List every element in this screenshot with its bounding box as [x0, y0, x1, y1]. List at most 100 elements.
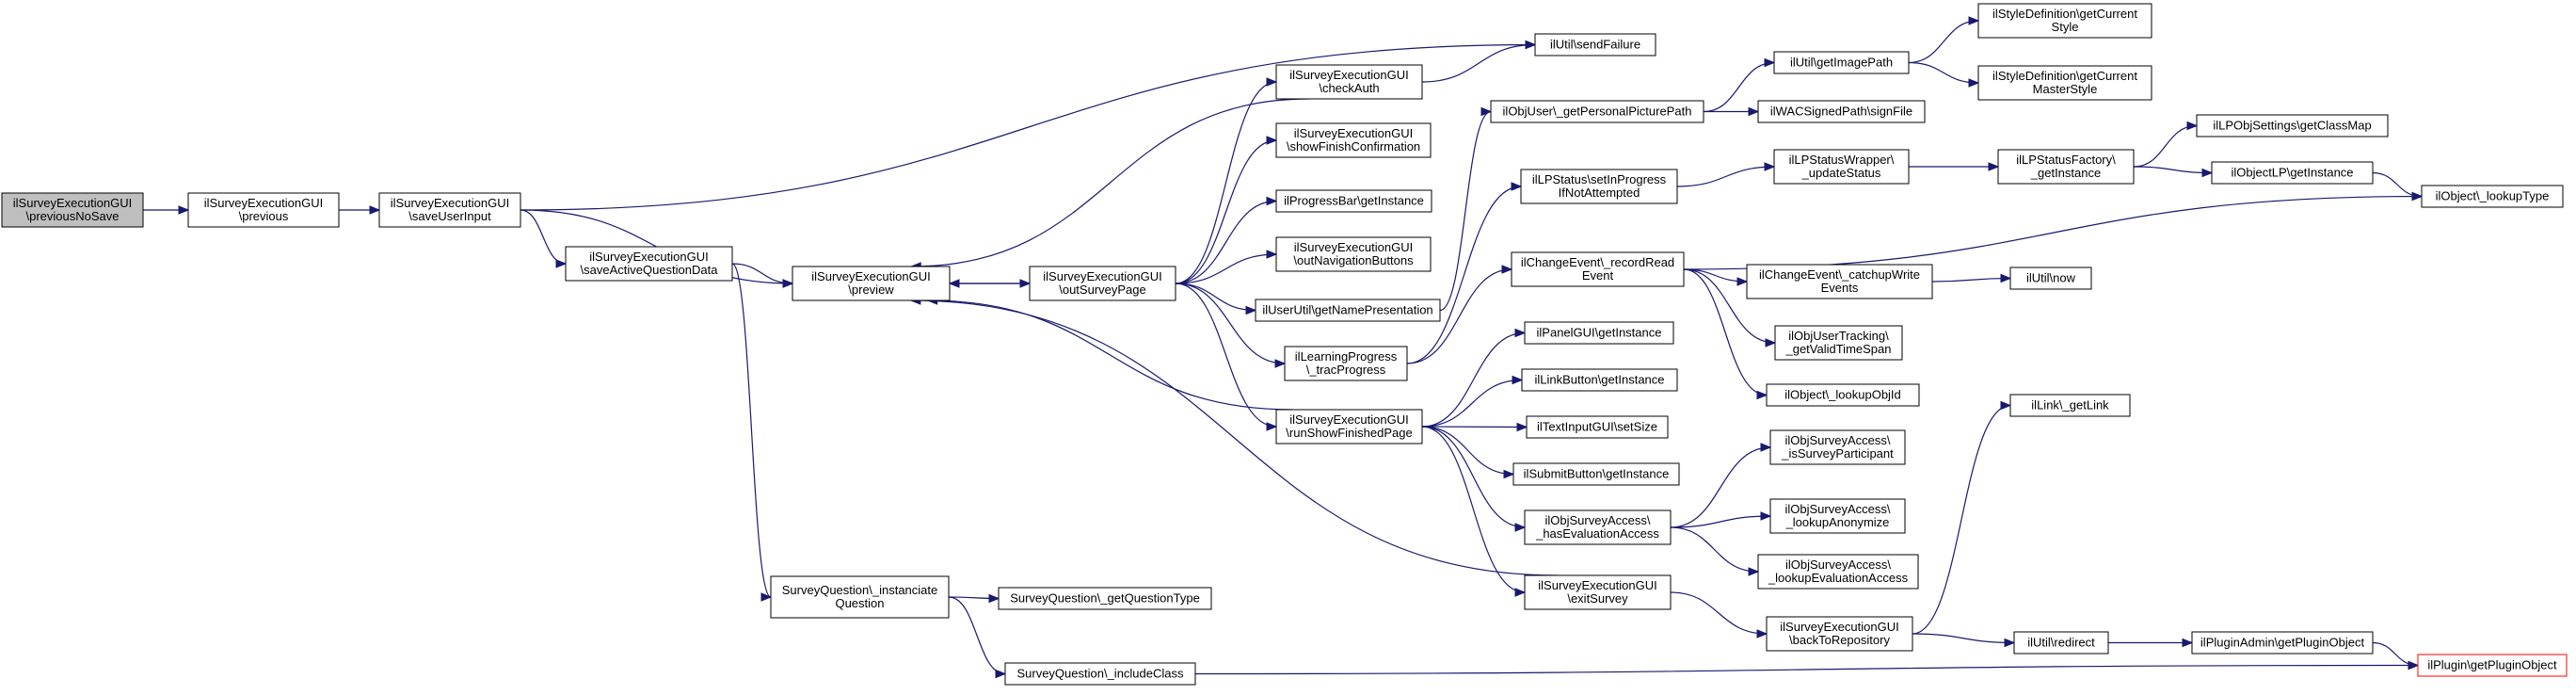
node-showFinishConfirmation[interactable]: ilSurveyExecutionGUI\showFinishConfirmat…: [1275, 122, 1432, 158]
edge-arrowhead: [1760, 443, 1772, 452]
node-sendFailure[interactable]: ilUtil\sendFailure: [1534, 33, 1656, 57]
node-lookupObjId[interactable]: ilObject\_lookupObjId: [1766, 383, 1920, 407]
node-box: [770, 575, 950, 619]
edge-line: [1175, 283, 1256, 312]
edge-line: [910, 299, 1559, 576]
edge-arrowhead: [2186, 121, 2199, 131]
edge-saveUserInput-to-saveActiveQuestionData: [520, 209, 568, 268]
node-label: ilObjSurveyAccess\: [1785, 558, 1891, 572]
node-lookupAnonymize[interactable]: ilObjSurveyAccess\_lookupAnonymize: [1769, 498, 1906, 534]
node-getClassMap[interactable]: ilLPObjSettings\getClassMap: [2196, 114, 2389, 137]
node-box: [998, 587, 1212, 610]
edge-arrowhead: [948, 279, 960, 288]
node-backToRepository[interactable]: ilSurveyExecutionGUI\backToRepository: [1766, 616, 1913, 652]
edge-arrowhead: [782, 279, 794, 288]
node-submitButton[interactable]: ilSubmitButton\getInstance: [1512, 462, 1680, 486]
node-lookupEvaluationAccess[interactable]: ilObjSurveyAccess\_lookupEvaluationAcces…: [1757, 554, 1919, 590]
node-textInputGUI[interactable]: ilTextInputGUI\setSize: [1526, 415, 1669, 439]
edge-outSurveyPage-to-tracProgress: [1175, 283, 1287, 368]
edge-line: [1194, 664, 2419, 675]
node-lookupType[interactable]: ilObject\_lookupType: [2421, 185, 2564, 208]
node-box: [1275, 122, 1432, 158]
edge-line: [1912, 404, 2011, 635]
node-now[interactable]: ilUtil\now: [2009, 267, 2092, 290]
node-getImagePath[interactable]: ilUtil\getImagePath: [1773, 51, 1910, 74]
node-label: SurveyQuestion\_instanciate: [782, 583, 937, 597]
node-getValidTimeSpan[interactable]: ilObjUserTracking\_getValidTimeSpan: [1774, 325, 1903, 361]
edge-arrowhead: [2000, 400, 2012, 411]
edge-line: [1421, 426, 1526, 593]
node-box: [1757, 554, 1919, 590]
node-progressBar[interactable]: ilProgressBar\getInstance: [1275, 189, 1432, 213]
edge-arrowhead: [1480, 106, 1493, 117]
node-checkAuth[interactable]: ilSurveyExecutionGUI\checkAuth: [1275, 64, 1423, 100]
edge-arrowhead: [988, 593, 1000, 604]
edge-arrowhead: [2004, 638, 2016, 648]
node-label: ilLinkButton\getInstance: [1534, 373, 1664, 387]
node-previousNoSave[interactable]: ilSurveyExecutionGUI\previousNoSave: [1, 192, 144, 228]
node-signFile[interactable]: ilWACSignedPath\signFile: [1757, 100, 1926, 123]
edge-arrowhead: [178, 205, 190, 215]
node-lpStatusFactory[interactable]: ilLPStatusFactory\_getInstance: [1997, 149, 2135, 185]
node-redirect[interactable]: ilUtil\redirect: [2013, 631, 2109, 655]
node-label: ilWACSignedPath\signFile: [1770, 105, 1912, 119]
node-box: [1511, 251, 1685, 287]
edge-outSurveyPage-to-showFinishConfirmation: [1175, 136, 1278, 284]
node-box: [187, 192, 340, 228]
edge-arrowhead: [1266, 77, 1278, 87]
node-getLink[interactable]: ilLink\_getLink: [2009, 394, 2131, 417]
node-tracProgress[interactable]: ilLearningProgress\_tracProgress: [1284, 346, 1408, 381]
edge-arrowhead: [1764, 57, 1776, 68]
edge-line: [1670, 591, 1768, 635]
node-exitSurvey[interactable]: ilSurveyExecutionGUI\exitSurvey: [1524, 574, 1672, 610]
node-updateStatus[interactable]: ilLPStatusWrapper\_updateStatus: [1773, 149, 1910, 185]
edge-line: [520, 43, 1536, 211]
node-runShowFinishedPage[interactable]: ilSurveyExecutionGUI\runShowFinishedPage: [1275, 409, 1423, 444]
node-getPersonalPicturePath[interactable]: ilObjUser\_getPersonalPicturePath: [1490, 100, 1704, 123]
node-previous[interactable]: ilSurveyExecutionGUI\previous: [187, 192, 340, 228]
node-objectLP[interactable]: ilObjectLP\getInstance: [2211, 161, 2374, 185]
edge-exitSurvey-to-backToRepository: [1670, 591, 1768, 638]
node-panelGUI[interactable]: ilPanelGUI\getInstance: [1524, 321, 1674, 345]
edge-arrowhead: [760, 592, 773, 602]
node-includeClass[interactable]: SurveyQuestion\_includeClass: [1004, 662, 1196, 686]
node-label: ilSurveyExecutionGUI: [1538, 578, 1656, 592]
node-label: \_tracProgress: [1306, 363, 1386, 377]
node-pluginAdmin[interactable]: ilPluginAdmin\getPluginObject: [2191, 631, 2374, 655]
node-hasEvaluationAccess[interactable]: ilObjSurveyAccess\_hasEvaluationAccess: [1524, 509, 1672, 545]
node-label: ilSurveyExecutionGUI: [1043, 269, 1161, 283]
node-saveUserInput[interactable]: ilSurveyExecutionGUI\saveUserInput: [378, 192, 521, 228]
edge-previous-to-saveUserInput: [338, 205, 381, 215]
node-label: IfNotAttempted: [1559, 186, 1640, 200]
node-outNavigationButtons[interactable]: ilSurveyExecutionGUI\outNavigationButton…: [1275, 236, 1432, 272]
node-isSurveyParticipant[interactable]: ilObjSurveyAccess\_isSurveyParticipant: [1769, 429, 1906, 465]
edge-arrowhead: [1501, 265, 1513, 274]
node-box: [1, 192, 144, 228]
node-label: ilSurveyExecutionGUI: [13, 196, 132, 210]
node-linkButton[interactable]: ilLinkButton\getInstance: [1521, 368, 1678, 392]
node-preview[interactable]: ilSurveyExecutionGUI\preview: [792, 266, 951, 301]
node-outSurveyPage[interactable]: ilSurveyExecutionGUI\outSurveyPage: [1029, 266, 1176, 301]
node-box: [1255, 299, 1441, 322]
node-box: [2191, 631, 2374, 655]
node-pluginObject[interactable]: ilPlugin\getPluginObject: [2417, 654, 2568, 677]
node-saveActiveQuestionData[interactable]: ilSurveyExecutionGUI\saveActiveQuestionD…: [565, 246, 733, 282]
node-label: ilSurveyExecutionGUI: [1780, 620, 1898, 634]
edge-line: [1421, 426, 1514, 476]
node-box: [1524, 509, 1672, 545]
node-getNamePresentation[interactable]: ilUserUtil\getNamePresentation: [1255, 299, 1441, 322]
node-box: [1524, 574, 1672, 610]
node-label: ilObject\_lookupObjId: [1784, 388, 1901, 402]
node-getQuestionType[interactable]: SurveyQuestion\_getQuestionType: [998, 587, 1212, 610]
node-label: \showFinishConfirmation: [1287, 139, 1420, 154]
edge-arrowhead: [1266, 422, 1278, 431]
edge-runShowFinishedPage-to-linkButton: [1421, 375, 1524, 428]
node-label: ilObjectLP\getInstance: [2231, 166, 2353, 180]
edge-line: [1175, 81, 1277, 284]
